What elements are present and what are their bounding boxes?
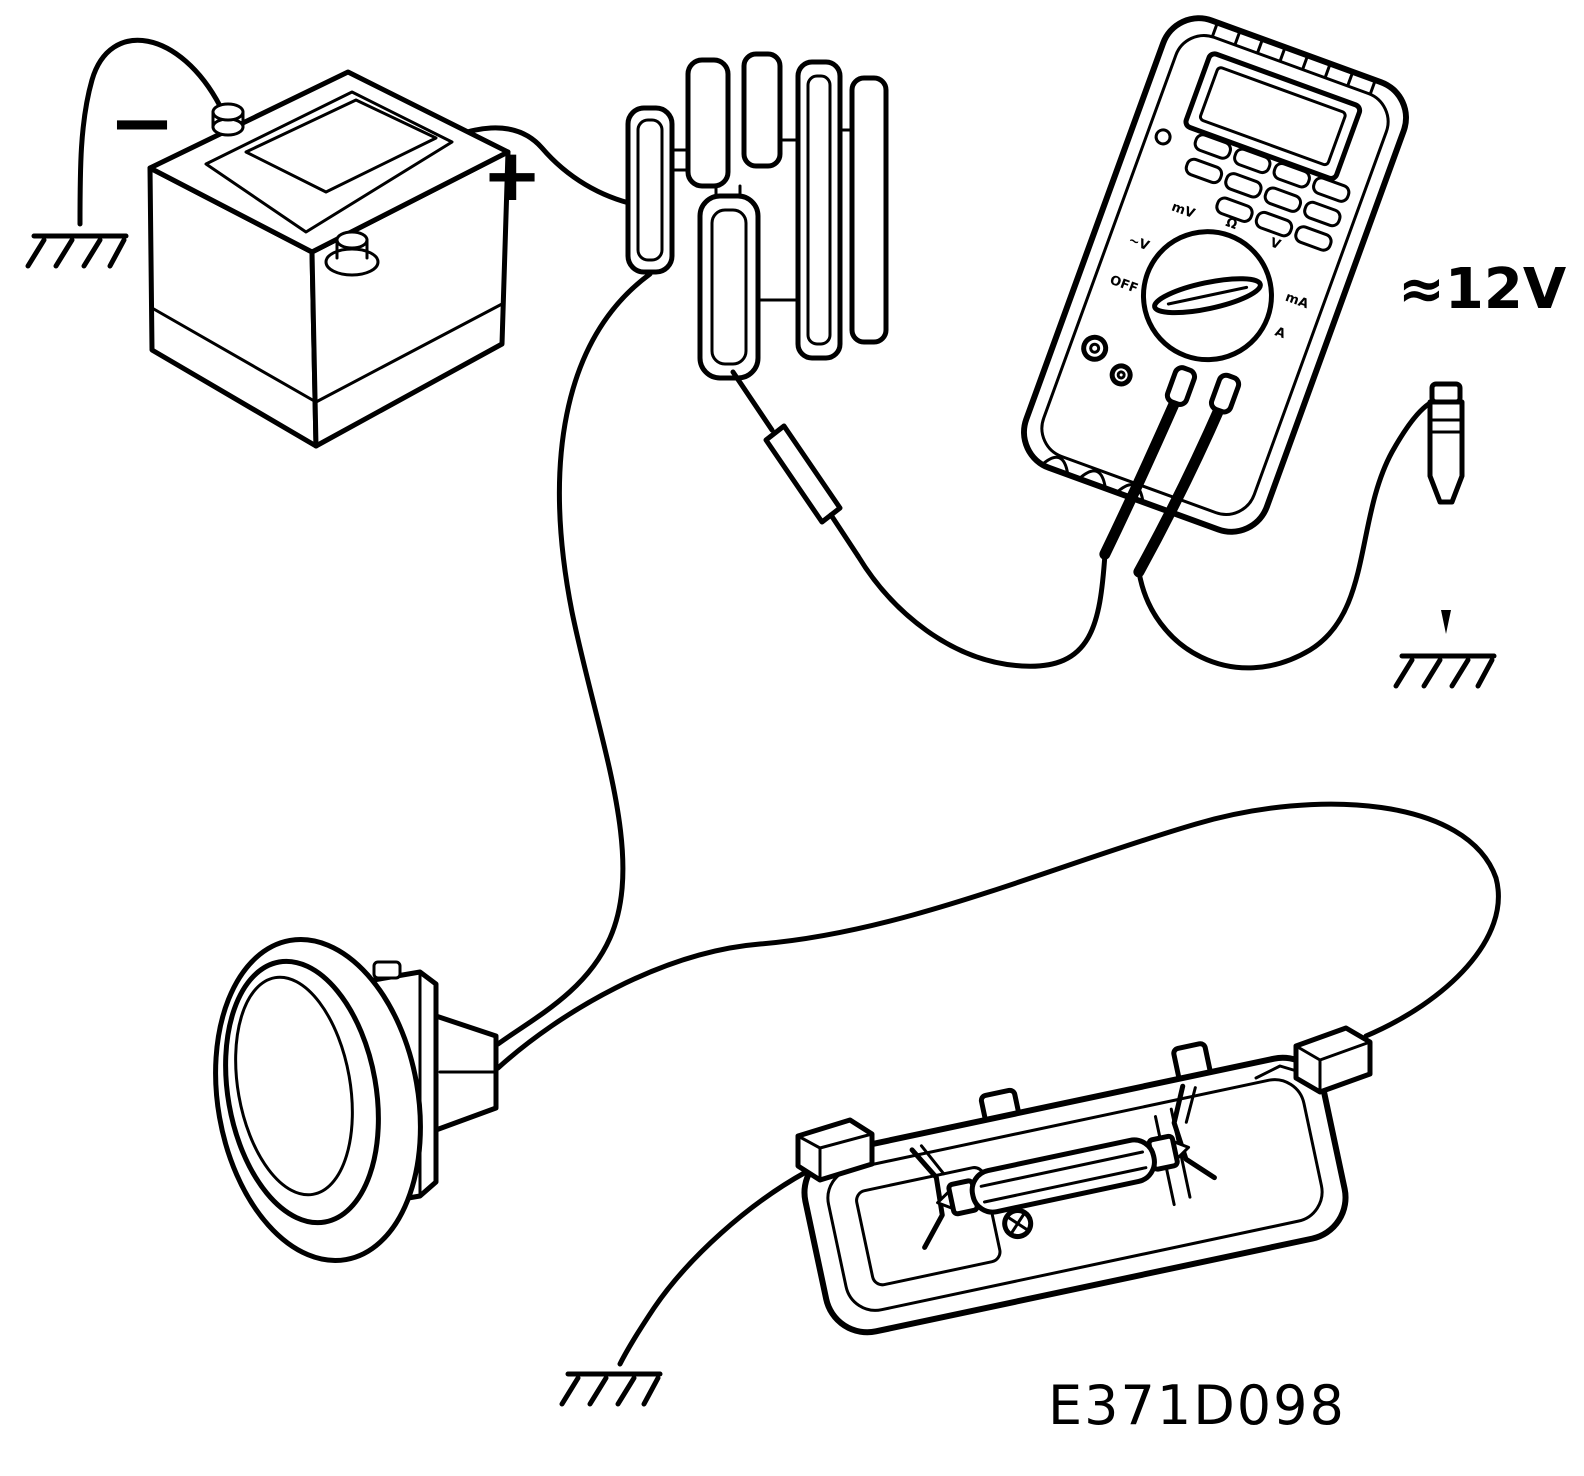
bulb-filament-line [982,1166,1148,1204]
fuse-panel [625,51,889,381]
wire-lamp-to-ground [617,1169,809,1367]
battery-negative-terminal [211,102,245,137]
fuse-window [710,208,748,366]
lead-plug [1208,372,1242,415]
probe-tail [828,512,861,559]
wire-switch-to-lamp [495,801,1501,1071]
battery-positive-label: + [482,133,542,217]
dial-label-a: A [1273,324,1288,342]
lamp-terminal-link [1254,1064,1302,1080]
lamp-connector-right [1293,1025,1373,1095]
battery-negative-label: − [108,76,175,169]
meter-display-screen [1198,66,1347,167]
probe-needle [730,369,775,433]
meter-button [1312,176,1351,203]
probe-connector [1429,381,1463,405]
screw-slot [1010,1212,1026,1235]
ground-symbol-lamp [562,1374,660,1404]
bulb-contact-left [909,1147,945,1250]
connector-body [795,1117,875,1183]
battery-handle-recess [244,98,438,194]
connector-edge [818,1132,874,1150]
connector-edge [796,1134,822,1150]
lamp-connector-left [795,1117,875,1183]
dial-label-acv: ~V [1126,233,1151,254]
fuse-under-test [697,184,761,381]
relay-module-inset [806,74,832,346]
relay-module [685,57,731,189]
test-probe-fuse [730,369,861,559]
rocker-highlight [234,975,354,1197]
connector-edge [1294,1044,1322,1062]
terminal-top [211,102,245,122]
meter-buttons [1184,133,1351,252]
battery-top-face [147,69,511,255]
meter-jack [1081,334,1109,362]
test-probe-ground [1427,381,1465,634]
bulb-contact-right [1171,1083,1217,1181]
connector-edge [1318,1040,1372,1062]
dial-label-ohm: Ω [1224,215,1240,233]
meter-button [1215,196,1254,223]
battery-positive-terminal [324,230,380,277]
lead-cord [1099,393,1182,560]
meter-display [1183,51,1363,182]
meter-button [1233,147,1272,175]
meter-button [1303,200,1342,228]
probe-body [1427,399,1465,505]
knob-ridge [1166,285,1249,306]
meter-test-leads [1099,365,1242,578]
wire-meter-to-ground-probe [1136,395,1444,671]
multimeter: mV Ω V ~V OFF mA A [1021,15,1409,578]
probe-tip [1441,610,1451,634]
relay-module [741,51,783,169]
meter-vent [1211,21,1377,95]
ground-symbol-battery [28,236,126,266]
ground-symbol-probe [1396,656,1494,686]
meter-button [1294,225,1333,252]
rocker-switch [213,937,499,1263]
bulb-contact-left-inner [919,1144,946,1176]
meter-indicator-led [1154,128,1172,146]
bulb-contact-right-inner [1184,1086,1197,1124]
voltage-label: ≈12V [1398,257,1567,322]
switch-latch [372,960,402,980]
lamp-housing-rim [826,1078,1324,1312]
connector-body [1293,1025,1373,1095]
meter-button [1263,186,1303,213]
meter-jack-hole [1116,370,1126,380]
meter-dial-knob [1152,276,1263,316]
meter-jack [1109,363,1133,387]
festoon-bulb [936,1133,1191,1217]
meter-button [1272,162,1311,189]
meter-button [1184,157,1224,185]
wire-probe-to-meter-lead [855,551,1108,669]
terminal-collar [324,247,380,277]
mounting-screw [1002,1208,1034,1240]
meter-button [1254,210,1294,238]
meter-jack-hole [1089,342,1101,354]
lead-plug [1164,365,1198,407]
figure-code: E371D098 [1048,1374,1346,1437]
relay-module [849,75,889,345]
battery-base-ledge [150,302,504,404]
meter-button [1193,133,1232,160]
probe-handle [763,423,843,525]
battery-lid-inset [204,90,454,234]
relay-module-inset [636,118,664,262]
dial-label-v: V [1268,235,1283,253]
terminal-top [335,230,369,250]
battery [147,69,511,449]
license-plate-lamp [801,1041,1349,1336]
wire-fusebox-to-switch [495,271,653,1047]
bulb-filament-line [979,1150,1145,1188]
switch-rocker-cap [223,958,381,1226]
meter-button [1224,172,1263,199]
meter-dial [1140,229,1274,363]
wire-battery-negative-to-ground [77,37,223,227]
lead-cord [1133,401,1226,578]
